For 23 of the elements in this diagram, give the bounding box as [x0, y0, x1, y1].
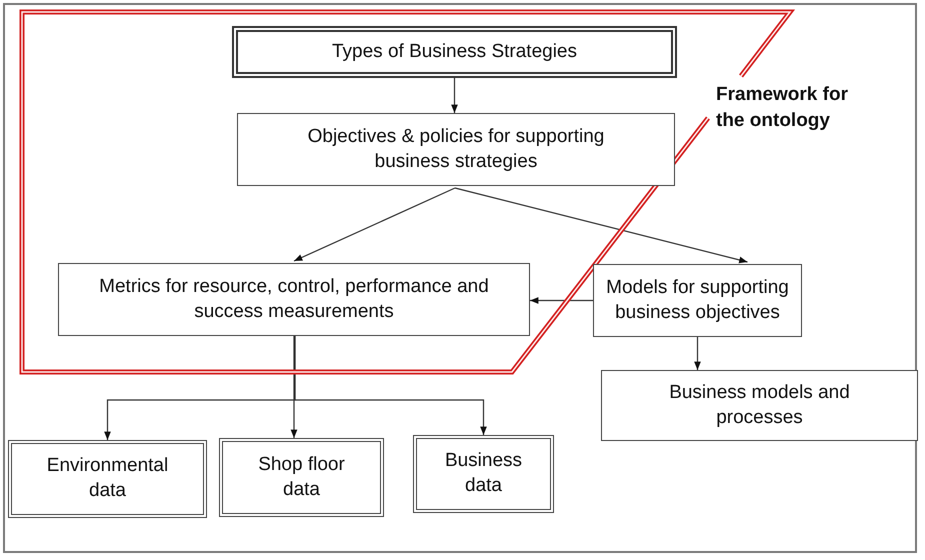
data-box [8, 440, 207, 518]
arrow [294, 187, 456, 262]
box-text: Metrics for resource, control, performance and success measurements [98, 274, 490, 324]
box-text: Types of Business Strategies [330, 40, 578, 64]
arrow [294, 336, 487, 435]
process-box [601, 370, 918, 441]
box-text: Business data [444, 449, 524, 498]
data-box [219, 438, 384, 517]
arrow [290, 336, 298, 438]
process-box [237, 113, 675, 186]
arrow [451, 78, 458, 113]
box-text: Environmental data [46, 454, 170, 503]
title-box [232, 26, 677, 78]
arrow [694, 337, 701, 370]
box-text: Business models and processes [668, 380, 851, 430]
framework-heading: Framework for the ontology [715, 83, 849, 133]
data-box [413, 435, 554, 513]
box-text: Models for supporting business objectives [605, 276, 790, 324]
box-text: Shop floor data [257, 452, 346, 502]
process-box [58, 263, 530, 336]
arrow [530, 297, 593, 304]
box-text: Objectives & policies for supporting business strategies [306, 124, 606, 174]
arrow [454, 187, 748, 264]
